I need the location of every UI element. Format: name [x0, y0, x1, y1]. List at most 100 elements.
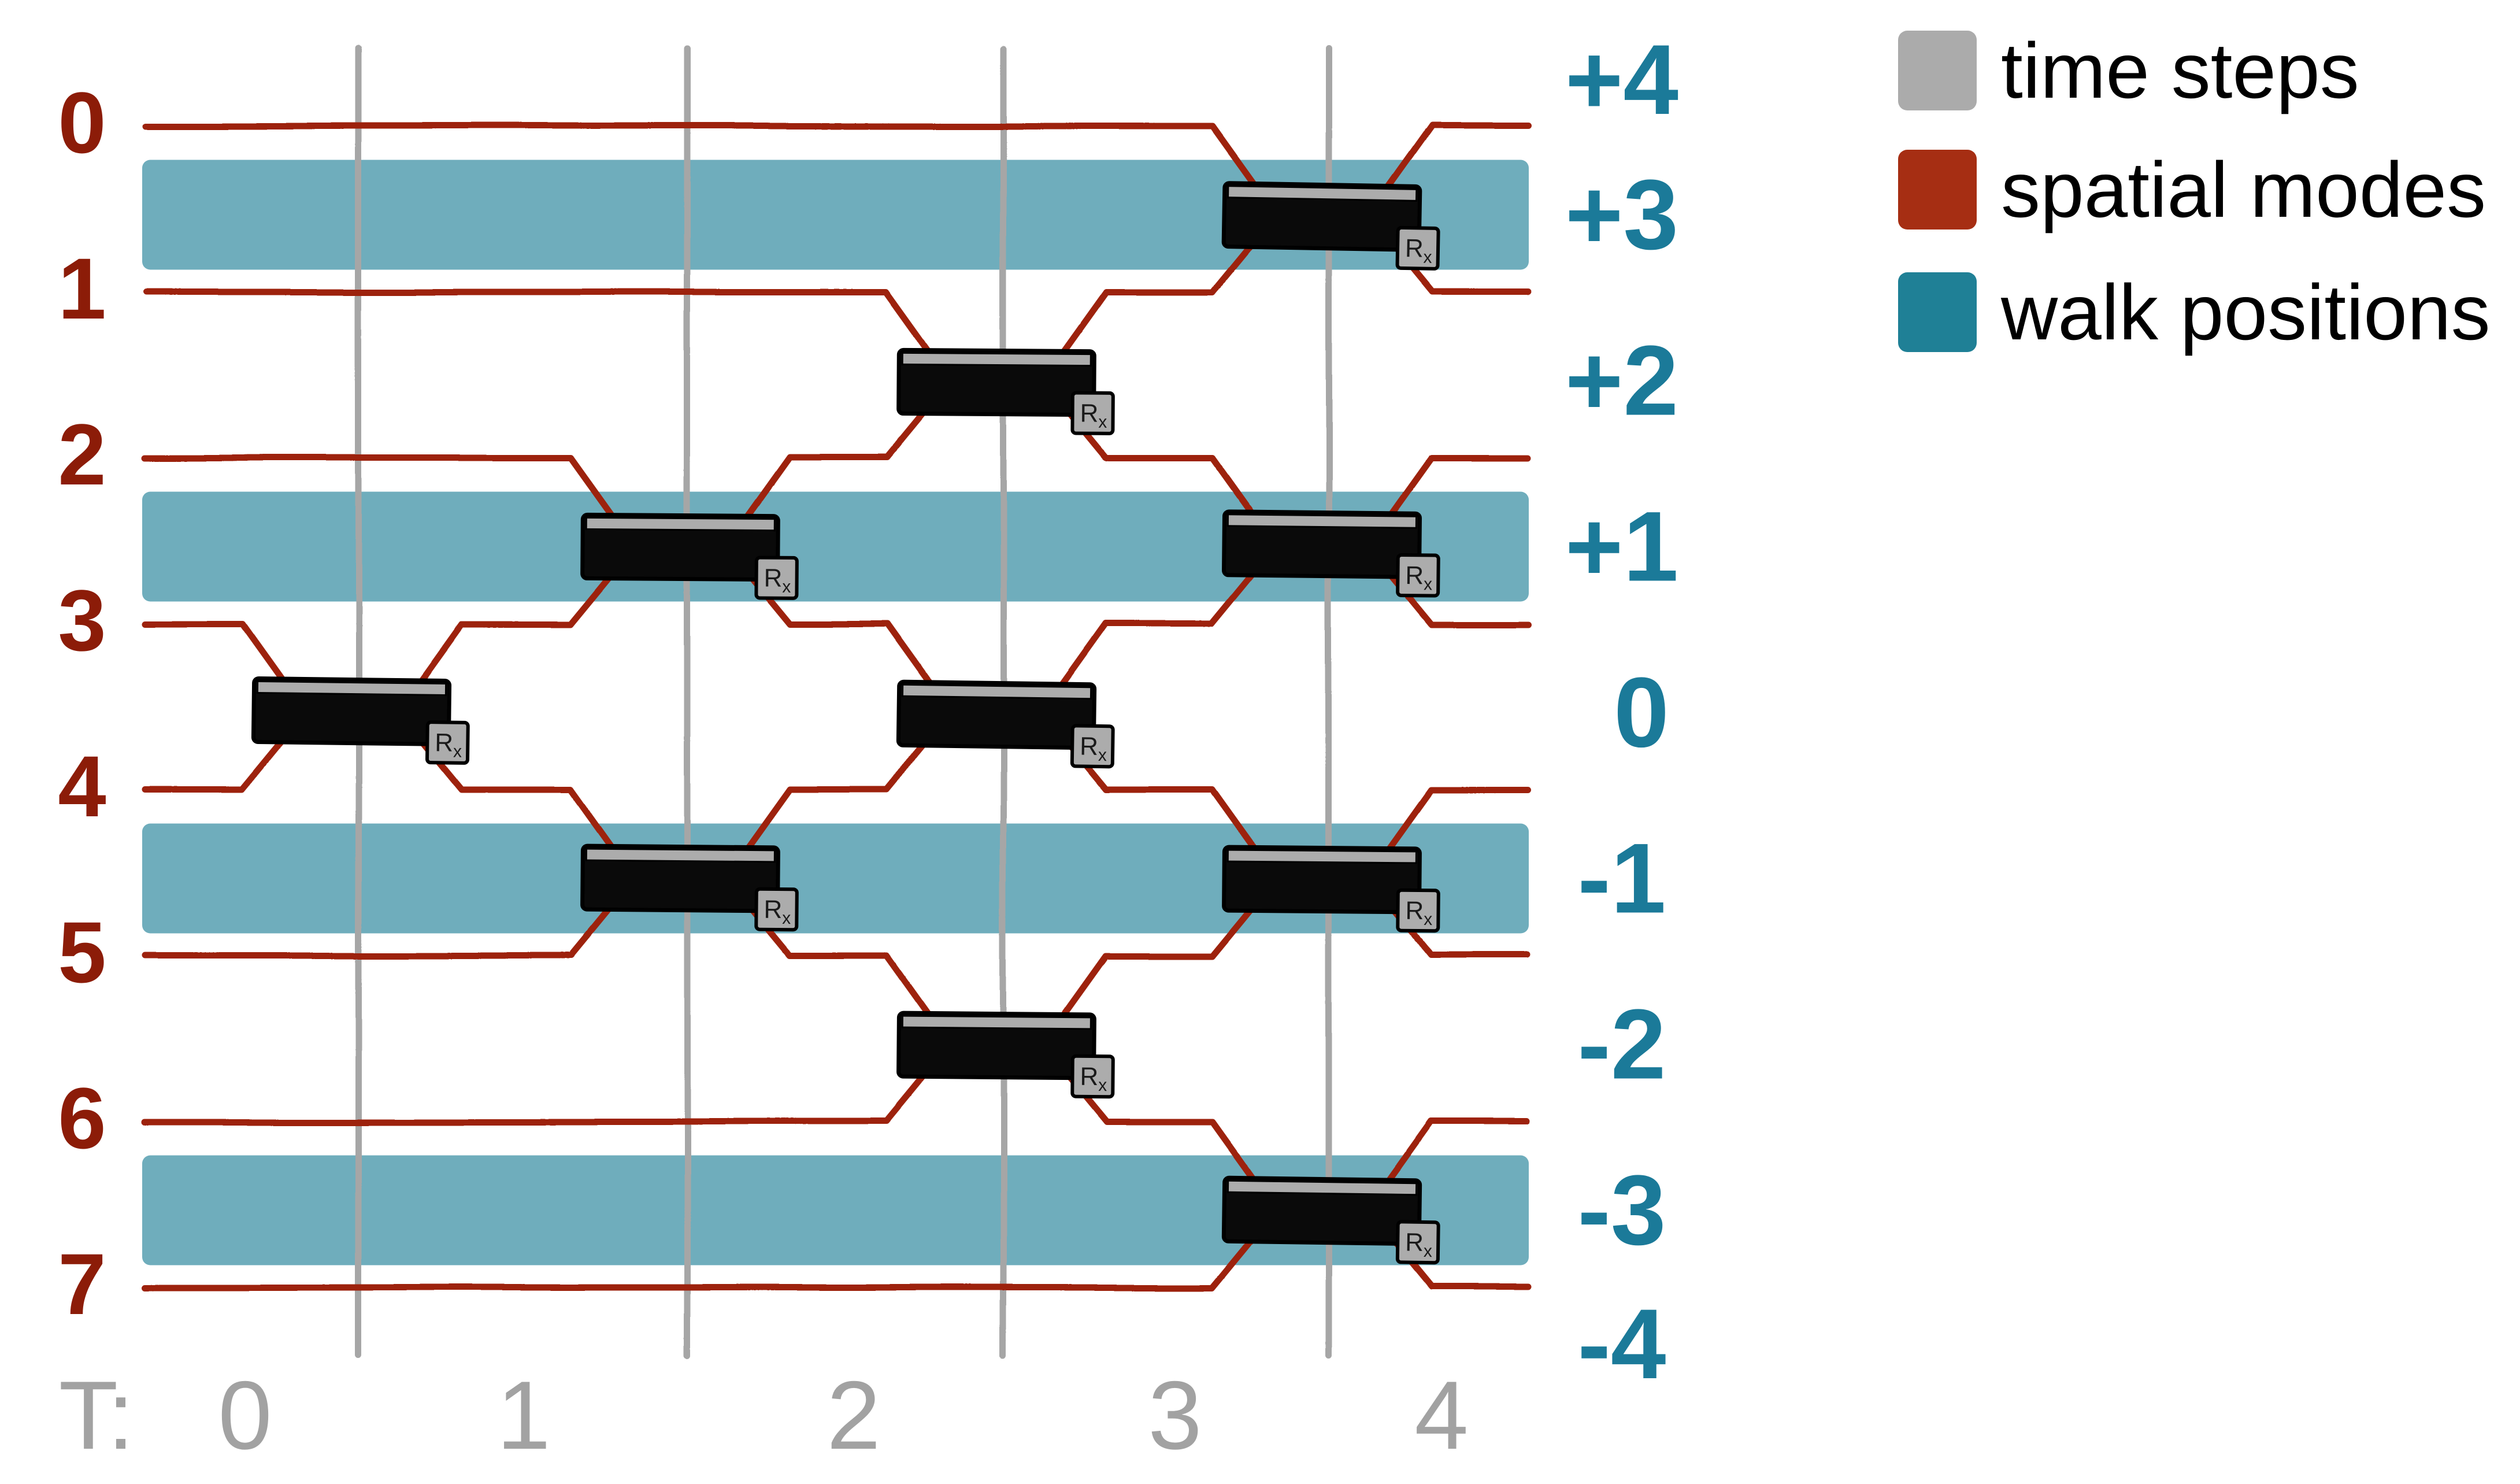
gate-mirror-strip: [1226, 849, 1417, 864]
time-axis-prefix: T:: [59, 1361, 135, 1470]
rx-gate-label-main: R: [1080, 399, 1098, 428]
gate-mirror-strip: [901, 351, 1092, 367]
gate-mirror-strip: [1227, 185, 1418, 202]
spatial-mode-label-0: 0: [58, 74, 106, 171]
rx-gate-label-sub: x: [1424, 910, 1432, 929]
walk-position-label--4: -4: [1578, 1289, 1666, 1400]
gate-mirror-strip: [1226, 1179, 1418, 1196]
rx-gate-label: Rx: [764, 895, 791, 928]
spatial-mode-label-1: 1: [58, 240, 106, 337]
rx-gate-label-sub: x: [1424, 575, 1432, 594]
walk-position-label--1: -1: [1578, 823, 1666, 934]
legend: time steps spatial modes walk positions: [1898, 27, 2491, 356]
time-tick-label-3: 3: [1148, 1361, 1202, 1470]
rx-gate-label-main: R: [764, 895, 782, 924]
time-tick-label-2: 2: [827, 1361, 880, 1470]
rx-gate-label-main: R: [1405, 1228, 1424, 1257]
legend-swatch-walk-positions: [1898, 272, 1977, 352]
rx-gate-label-main: R: [435, 728, 453, 757]
walk-band-+1: [142, 491, 1529, 602]
rx-gate-box: [1395, 225, 1440, 271]
beamsplitter-gate-t3-m34: Rx: [896, 679, 1115, 769]
time-tick-label-0: 0: [218, 1361, 272, 1470]
beamsplitter-gate-t3-m56: Rx: [896, 1011, 1115, 1099]
rx-gate-label-main: R: [1080, 1063, 1098, 1091]
legend-label-walk-positions: walk positions: [2000, 268, 2491, 356]
spatial-mode-label-5: 5: [58, 904, 106, 1001]
rx-gate-label-sub: x: [1098, 746, 1107, 765]
spatial-mode-label-2: 2: [58, 406, 106, 503]
spatial-mode-label-4: 4: [58, 738, 106, 835]
legend-label-spatial-modes: spatial modes: [2001, 146, 2486, 234]
rx-gate-box: [1070, 724, 1115, 769]
rx-gate-label: Rx: [1080, 399, 1107, 432]
rx-gate-label: Rx: [764, 564, 791, 597]
walk-bands-layer: [142, 160, 1529, 1265]
beamsplitter-gate-t3-m12: Rx: [896, 347, 1115, 435]
labels-layer: 0 1 2 3 4 5 6 7 +4 +3 +2 +1 0 -1 -2 -3 -4T: 0 1 2 3 4: [58, 24, 1678, 1470]
rx-gate-label-sub: x: [782, 909, 791, 928]
rx-gate-label: Rx: [1080, 732, 1107, 765]
rx-gate-label-sub: x: [1098, 1076, 1107, 1095]
beamsplitter-gate-t2-m23: Rx: [580, 512, 799, 600]
rx-gate-label-main: R: [1405, 234, 1424, 263]
rx-gate-label: Rx: [1080, 1063, 1107, 1095]
gate-mirror-strip: [1226, 513, 1418, 529]
rx-gate-label: Rx: [1405, 1228, 1433, 1261]
spatial-mode-label-7: 7: [58, 1235, 106, 1333]
rx-gate-box: [1070, 391, 1115, 435]
legend-label-time-steps: time steps: [2001, 27, 2359, 114]
gate-mirror-strip: [585, 516, 776, 532]
walk-position-label--2: -2: [1578, 989, 1666, 1100]
walk-position-label-0: 0: [1614, 657, 1669, 768]
legend-swatch-spatial-modes: [1898, 150, 1977, 230]
walk-band-+3: [142, 160, 1529, 270]
spatial-mode-label-3: 3: [58, 572, 106, 669]
rx-gate-label-main: R: [1080, 732, 1098, 761]
rx-gate-label-sub: x: [1098, 413, 1107, 432]
rx-gate-label-sub: x: [782, 578, 791, 597]
legend-item-walk-positions: walk positions: [1898, 268, 2491, 356]
rx-gate-box: [425, 720, 470, 765]
rx-gate-label: Rx: [435, 728, 462, 761]
rx-gate-box: [1395, 1220, 1440, 1265]
beamsplitter-gate-t4-m23: Rx: [1222, 509, 1440, 598]
walk-band--1: [142, 823, 1529, 934]
walk-position-label-+4: +4: [1565, 24, 1678, 135]
beamsplitter-gate-t4-m67: Rx: [1221, 1175, 1440, 1265]
legend-item-time-steps: time steps: [1898, 27, 2359, 114]
walk-position-label-+2: +2: [1565, 325, 1678, 436]
gate-mirror-strip: [256, 680, 447, 697]
gate-mirror-strip: [585, 848, 776, 863]
rx-gate-label: Rx: [1405, 897, 1432, 929]
spatial-mode-wire-6: [142, 1041, 1531, 1213]
spatial-mode-label-6: 6: [58, 1069, 106, 1167]
rx-gate-box: [754, 887, 799, 932]
legend-item-spatial-modes: spatial modes: [1898, 146, 2486, 234]
time-tick-label-4: 4: [1414, 1361, 1468, 1470]
rx-gate-label-main: R: [1405, 561, 1424, 590]
walk-position-label-+1: +1: [1565, 491, 1678, 602]
rx-gate-box: [754, 556, 799, 600]
beamsplitter-gate-t1-m34: Rx: [251, 676, 470, 765]
walk-position-label-+3: +3: [1565, 160, 1678, 271]
gate-mirror-strip: [901, 683, 1092, 700]
rx-gate-label-main: R: [1405, 897, 1424, 925]
beamsplitter-gate-t4-m45: Rx: [1222, 845, 1440, 933]
gate-mirror-strip: [901, 1015, 1092, 1030]
walk-band--3: [142, 1155, 1529, 1265]
beamsplitter-gate-t4-m01: Rx: [1221, 181, 1440, 271]
legend-swatch-time-steps: [1898, 31, 1977, 110]
walk-position-label--3: -3: [1578, 1155, 1666, 1266]
time-tick-label-1: 1: [496, 1361, 550, 1470]
rx-gate-box: [1396, 888, 1440, 933]
rx-gate-label-sub: x: [1424, 1242, 1432, 1261]
rx-gate-box: [1396, 553, 1440, 598]
rx-gate-label-sub: x: [453, 742, 462, 761]
rx-gate-label-sub: x: [1423, 248, 1432, 267]
beamsplitter-gate-t2-m45: Rx: [580, 843, 799, 932]
rx-gate-label: Rx: [1405, 561, 1432, 594]
